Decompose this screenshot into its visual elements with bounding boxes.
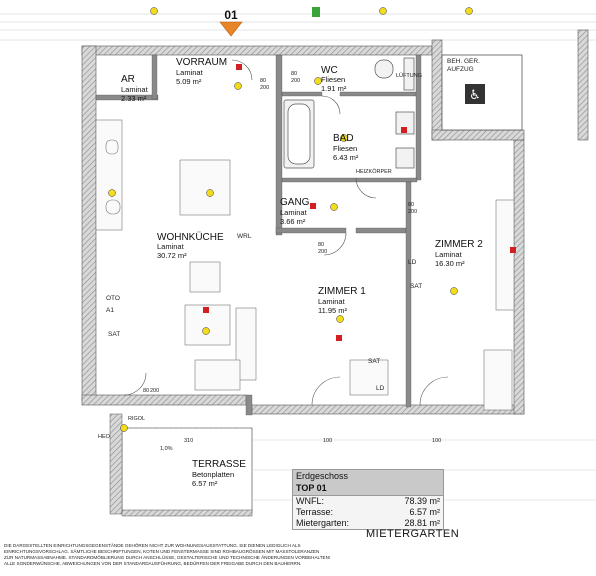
interior-walls bbox=[95, 54, 422, 416]
room-wohnkueche-floor: Laminat bbox=[157, 242, 185, 251]
label-heizkoerper: HEIZKÖRPER bbox=[356, 168, 392, 175]
room-wc-floor: Fliesen bbox=[321, 75, 345, 84]
door-vorraum-h: 200 bbox=[260, 85, 269, 91]
room-vorraum-area: 5.09 m² bbox=[176, 77, 202, 86]
room-labels: AR Laminat 2.33 m² VORRAUM Laminat 5.09 … bbox=[121, 57, 483, 488]
window-a-width: 100 bbox=[323, 438, 332, 444]
legend-row: Terrasse: 6.57 m² bbox=[293, 507, 443, 518]
label-a1: A1 bbox=[106, 307, 114, 314]
legend-label: WNFL: bbox=[296, 496, 324, 506]
room-gang-area: 3.66 m² bbox=[280, 217, 306, 226]
elevator-label-2: AUFZUG bbox=[447, 66, 474, 73]
room-wohnkueche-area: 30.72 m² bbox=[157, 251, 187, 260]
mietergarten-label: MIETERGARTEN bbox=[366, 528, 460, 540]
room-bad-area: 6.43 m² bbox=[333, 153, 359, 162]
room-vorraum-floor: Laminat bbox=[176, 68, 204, 77]
room-bad-name: BAD bbox=[333, 133, 354, 144]
label-ld-z2: LD bbox=[408, 259, 417, 266]
disclaimer-line: ALLE SONDERWÜNSCHE, ABWEICHUNGEN VON DER… bbox=[4, 561, 302, 566]
elevator-label-1: BEH. GER. bbox=[447, 58, 480, 65]
door-zimmer1-w: 80 bbox=[318, 242, 324, 248]
legend-label: Terrasse: bbox=[296, 507, 334, 517]
unit-number: 01 bbox=[224, 8, 238, 22]
legend-value: 78.39 m² bbox=[404, 496, 440, 506]
door-vorraum-w: 80 bbox=[260, 78, 266, 84]
label-wrl: WRL bbox=[237, 233, 252, 240]
legend-floor: Erdgeschoss bbox=[293, 470, 443, 483]
door-zimmer1-h: 200 bbox=[318, 249, 327, 255]
room-gang-name: GANG bbox=[280, 197, 310, 208]
legend-value: 6.57 m² bbox=[409, 507, 440, 517]
room-wc-name: WC bbox=[321, 65, 338, 76]
ceiling-lights bbox=[108, 7, 473, 432]
room-vorraum-name: VORRAUM bbox=[176, 57, 227, 68]
disclaimer-line: EINRICHTUNGSVORSCHLAG. SÄMTLICHE BESCHRI… bbox=[4, 549, 320, 554]
room-ar-floor: Laminat bbox=[121, 85, 149, 94]
unit-number-text: 01 bbox=[224, 8, 238, 22]
room-terrasse-area: 6.57 m² bbox=[192, 479, 218, 488]
legend-value: 28.81 m² bbox=[404, 518, 440, 528]
door-wc-w: 80 bbox=[291, 71, 297, 77]
green-marker bbox=[312, 7, 320, 17]
label-sat-z1: SAT bbox=[368, 358, 380, 365]
room-zimmer1-floor: Laminat bbox=[318, 297, 346, 306]
bathroom-fixtures bbox=[283, 57, 415, 169]
room-zimmer2-area: 16.30 m² bbox=[435, 259, 465, 268]
legend-row: WNFL: 78.39 m² bbox=[293, 495, 443, 507]
room-gang-floor: Laminat bbox=[280, 208, 308, 217]
room-zimmer1-name: ZIMMER 1 bbox=[318, 286, 366, 297]
label-rigol: RIGOL bbox=[128, 416, 145, 422]
window-c-width: 100 bbox=[432, 438, 441, 444]
legend-row: Mietergarten: 28.81 m² bbox=[293, 518, 443, 529]
label-heo: HEO bbox=[98, 434, 111, 440]
svg-text:♿: ♿ bbox=[469, 88, 481, 103]
label-sat-wk: SAT bbox=[108, 331, 120, 338]
disclaimer: DIE DARGESTELLTEN EINRICHTUNGSGEGENSTÄND… bbox=[4, 543, 592, 567]
door-terrasse-h: 200 bbox=[150, 388, 159, 394]
label-sat-z2: SAT bbox=[410, 283, 422, 290]
room-terrasse-name: TERRASSE bbox=[192, 459, 246, 470]
room-ar-name: AR bbox=[121, 74, 135, 85]
furniture bbox=[95, 119, 515, 411]
label-ld-z1: LD bbox=[376, 385, 385, 392]
door-wc-h: 200 bbox=[291, 78, 300, 84]
legend-label: Mietergarten: bbox=[296, 518, 350, 528]
window-b-width: 310 bbox=[184, 438, 193, 444]
door-swings bbox=[123, 59, 449, 406]
disclaimer-line: ZUR NATURMASSABNAHME. STANDARDMÖBLIERUNG… bbox=[4, 555, 331, 560]
equipment-labels: WRL SAT LD SAT LD OTO A1 SAT HEIZKÖRPER … bbox=[98, 72, 422, 452]
room-wohnkueche-name: WOHNKÜCHE bbox=[157, 231, 224, 243]
room-zimmer2-name: ZIMMER 2 bbox=[435, 239, 483, 250]
legend-top: TOP 01 bbox=[293, 483, 443, 495]
window-dimensions: 100 310 100 80 200 80 200 80 200 80 200 … bbox=[143, 71, 441, 444]
terrace-area bbox=[109, 413, 253, 517]
elevator-shaft: ♿ BEH. GER. AUFZUG bbox=[441, 54, 523, 131]
room-wc-area: 1.91 m² bbox=[321, 84, 347, 93]
label-slope: 1,0% bbox=[160, 446, 173, 452]
room-ar-area: 2.33 m² bbox=[121, 94, 147, 103]
top-grid-strip bbox=[0, 13, 596, 41]
disclaimer-line: DIE DARGESTELLTEN EINRICHTUNGSGEGENSTÄND… bbox=[4, 543, 301, 548]
label-oto: OTO bbox=[106, 295, 120, 302]
door-gang-h: 200 bbox=[408, 209, 417, 215]
label-lueftung: LÜFTUNG bbox=[396, 72, 422, 79]
area-legend: Erdgeschoss TOP 01 WNFL: 78.39 m² Terras… bbox=[292, 469, 444, 530]
door-terrasse-w: 80 bbox=[143, 388, 149, 394]
door-gang-w: 80 bbox=[408, 202, 414, 208]
room-bad-floor: Fliesen bbox=[333, 144, 357, 153]
room-terrasse-floor: Betonplatten bbox=[192, 470, 234, 479]
sockets bbox=[203, 64, 516, 341]
unit-marker bbox=[219, 21, 243, 37]
room-zimmer2-floor: Laminat bbox=[435, 250, 463, 259]
room-zimmer1-area: 11.95 m² bbox=[318, 306, 348, 315]
